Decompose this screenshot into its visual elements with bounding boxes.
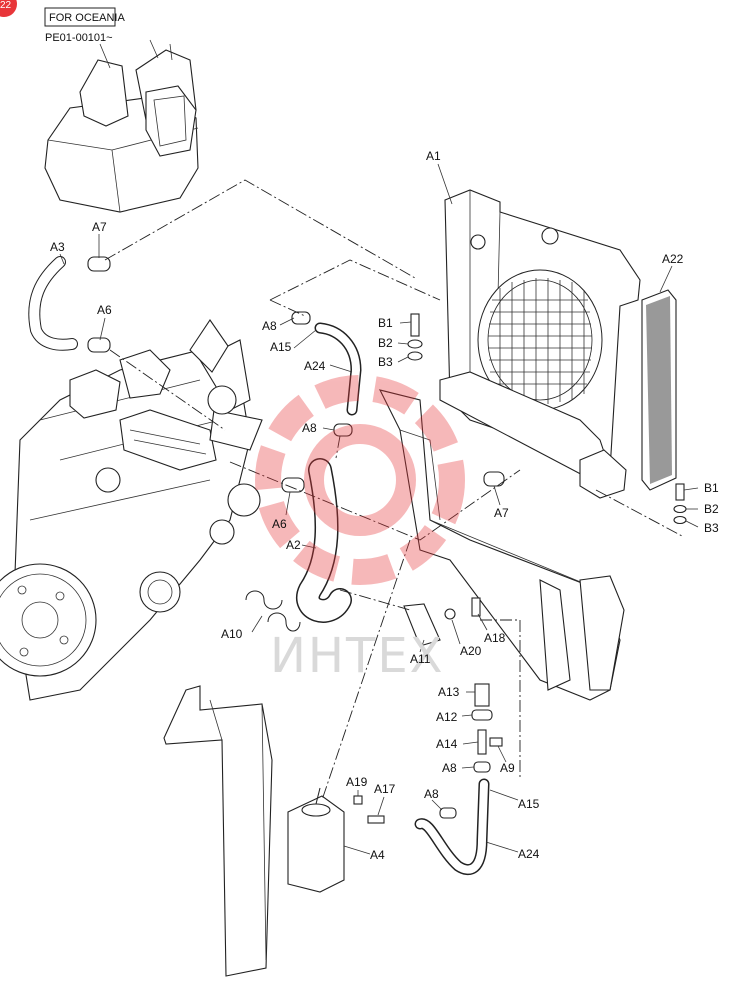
- clip-a8-3: [473, 761, 491, 773]
- clamp-a11: [403, 603, 441, 647]
- washer-b3-right: [673, 515, 687, 525]
- bolt-b1-top: [410, 313, 420, 337]
- callout-a19: A19: [346, 775, 368, 789]
- region-label-box: [44, 7, 116, 27]
- radiator-assembly: [439, 189, 641, 499]
- clip-a8-4: [439, 807, 457, 819]
- callout-a13: A13: [438, 685, 460, 699]
- clamp-a12: [471, 709, 493, 721]
- callout-a17: A17: [374, 782, 396, 796]
- callout-a4: A4: [370, 848, 385, 862]
- watermark-text: ИНТЕХ: [270, 628, 445, 684]
- radiator-core-grille: [488, 278, 592, 404]
- callout-a24-top: A24: [304, 359, 326, 373]
- callout-b2-top: B2: [378, 336, 393, 350]
- callout-labels: A1 A22 A7 A3 A6 A8 A15 A24 A8 B1 B2 B3 A…: [50, 149, 719, 862]
- engine-block: [0, 319, 263, 701]
- washer-a19: [353, 795, 363, 805]
- hose-clamp-a6-top: [87, 337, 111, 353]
- washer-b3-top: [407, 351, 423, 361]
- page-badge: 22: [0, 0, 17, 17]
- assembly-guide-lines: [104, 179, 683, 801]
- callout-a7-top: A7: [92, 220, 107, 234]
- callout-a20: A20: [460, 644, 482, 658]
- region-label: FOR OCEANIA: [49, 12, 125, 24]
- callout-a14: A14: [436, 737, 458, 751]
- callout-b2-right: B2: [704, 502, 719, 516]
- clip-a9: [489, 737, 503, 747]
- radiator-bracket: [378, 389, 625, 701]
- callout-a2: A2: [286, 538, 301, 552]
- callout-a24-bot: A24: [518, 847, 540, 861]
- callout-a10: A10: [221, 627, 243, 641]
- bolt-a17: [367, 815, 385, 824]
- callout-a8-2: A8: [302, 421, 317, 435]
- callout-a8-3: A8: [442, 761, 457, 775]
- callout-a15-top: A15: [270, 340, 292, 354]
- hose-clamp-a7-mid: [483, 471, 505, 487]
- reserve-tank-a4: [287, 787, 345, 893]
- engine-hood-illustration: [44, 39, 199, 213]
- bolt-a18: [471, 597, 481, 617]
- watermark: [255, 375, 465, 585]
- callout-a22: A22: [662, 252, 684, 266]
- callout-a1: A1: [426, 149, 441, 163]
- cap-a13: [474, 683, 490, 707]
- clip-a10-1: [245, 590, 283, 610]
- callout-leaders: [59, 163, 699, 855]
- hose-clip-a8-1: [291, 311, 311, 325]
- callout-a7-mid: A7: [494, 506, 509, 520]
- callout-b1-right: B1: [704, 481, 719, 495]
- callout-a8-4: A8: [424, 787, 439, 801]
- reserve-tank-stand: [163, 685, 273, 977]
- callout-a9: A9: [500, 761, 515, 775]
- callout-a6-mid: A6: [272, 517, 287, 531]
- pipe-a14: [477, 729, 487, 755]
- washer-b2-top: [407, 339, 423, 349]
- callout-a18: A18: [484, 631, 506, 645]
- cooling-fan: [189, 319, 263, 451]
- clip-a10-2: [267, 612, 301, 632]
- callout-a6-top: A6: [97, 303, 112, 317]
- washer-a20: [444, 608, 456, 620]
- page-badge-text: 22: [0, 0, 12, 11]
- callout-a15-bot: A15: [518, 797, 540, 811]
- callout-b1-top: B1: [378, 316, 393, 330]
- callout-a3: A3: [50, 240, 65, 254]
- bolt-b1-right: [675, 483, 685, 501]
- washer-b2-right: [673, 504, 687, 514]
- hose-clamp-a6-mid: [281, 477, 305, 493]
- callout-a12: A12: [436, 710, 458, 724]
- serial-range: PE01-00101~: [45, 32, 113, 44]
- callout-b3-top: B3: [378, 355, 393, 369]
- callout-a8-1: A8: [262, 319, 277, 333]
- callout-a11: A11: [410, 652, 431, 666]
- callout-b3-right: B3: [704, 521, 719, 535]
